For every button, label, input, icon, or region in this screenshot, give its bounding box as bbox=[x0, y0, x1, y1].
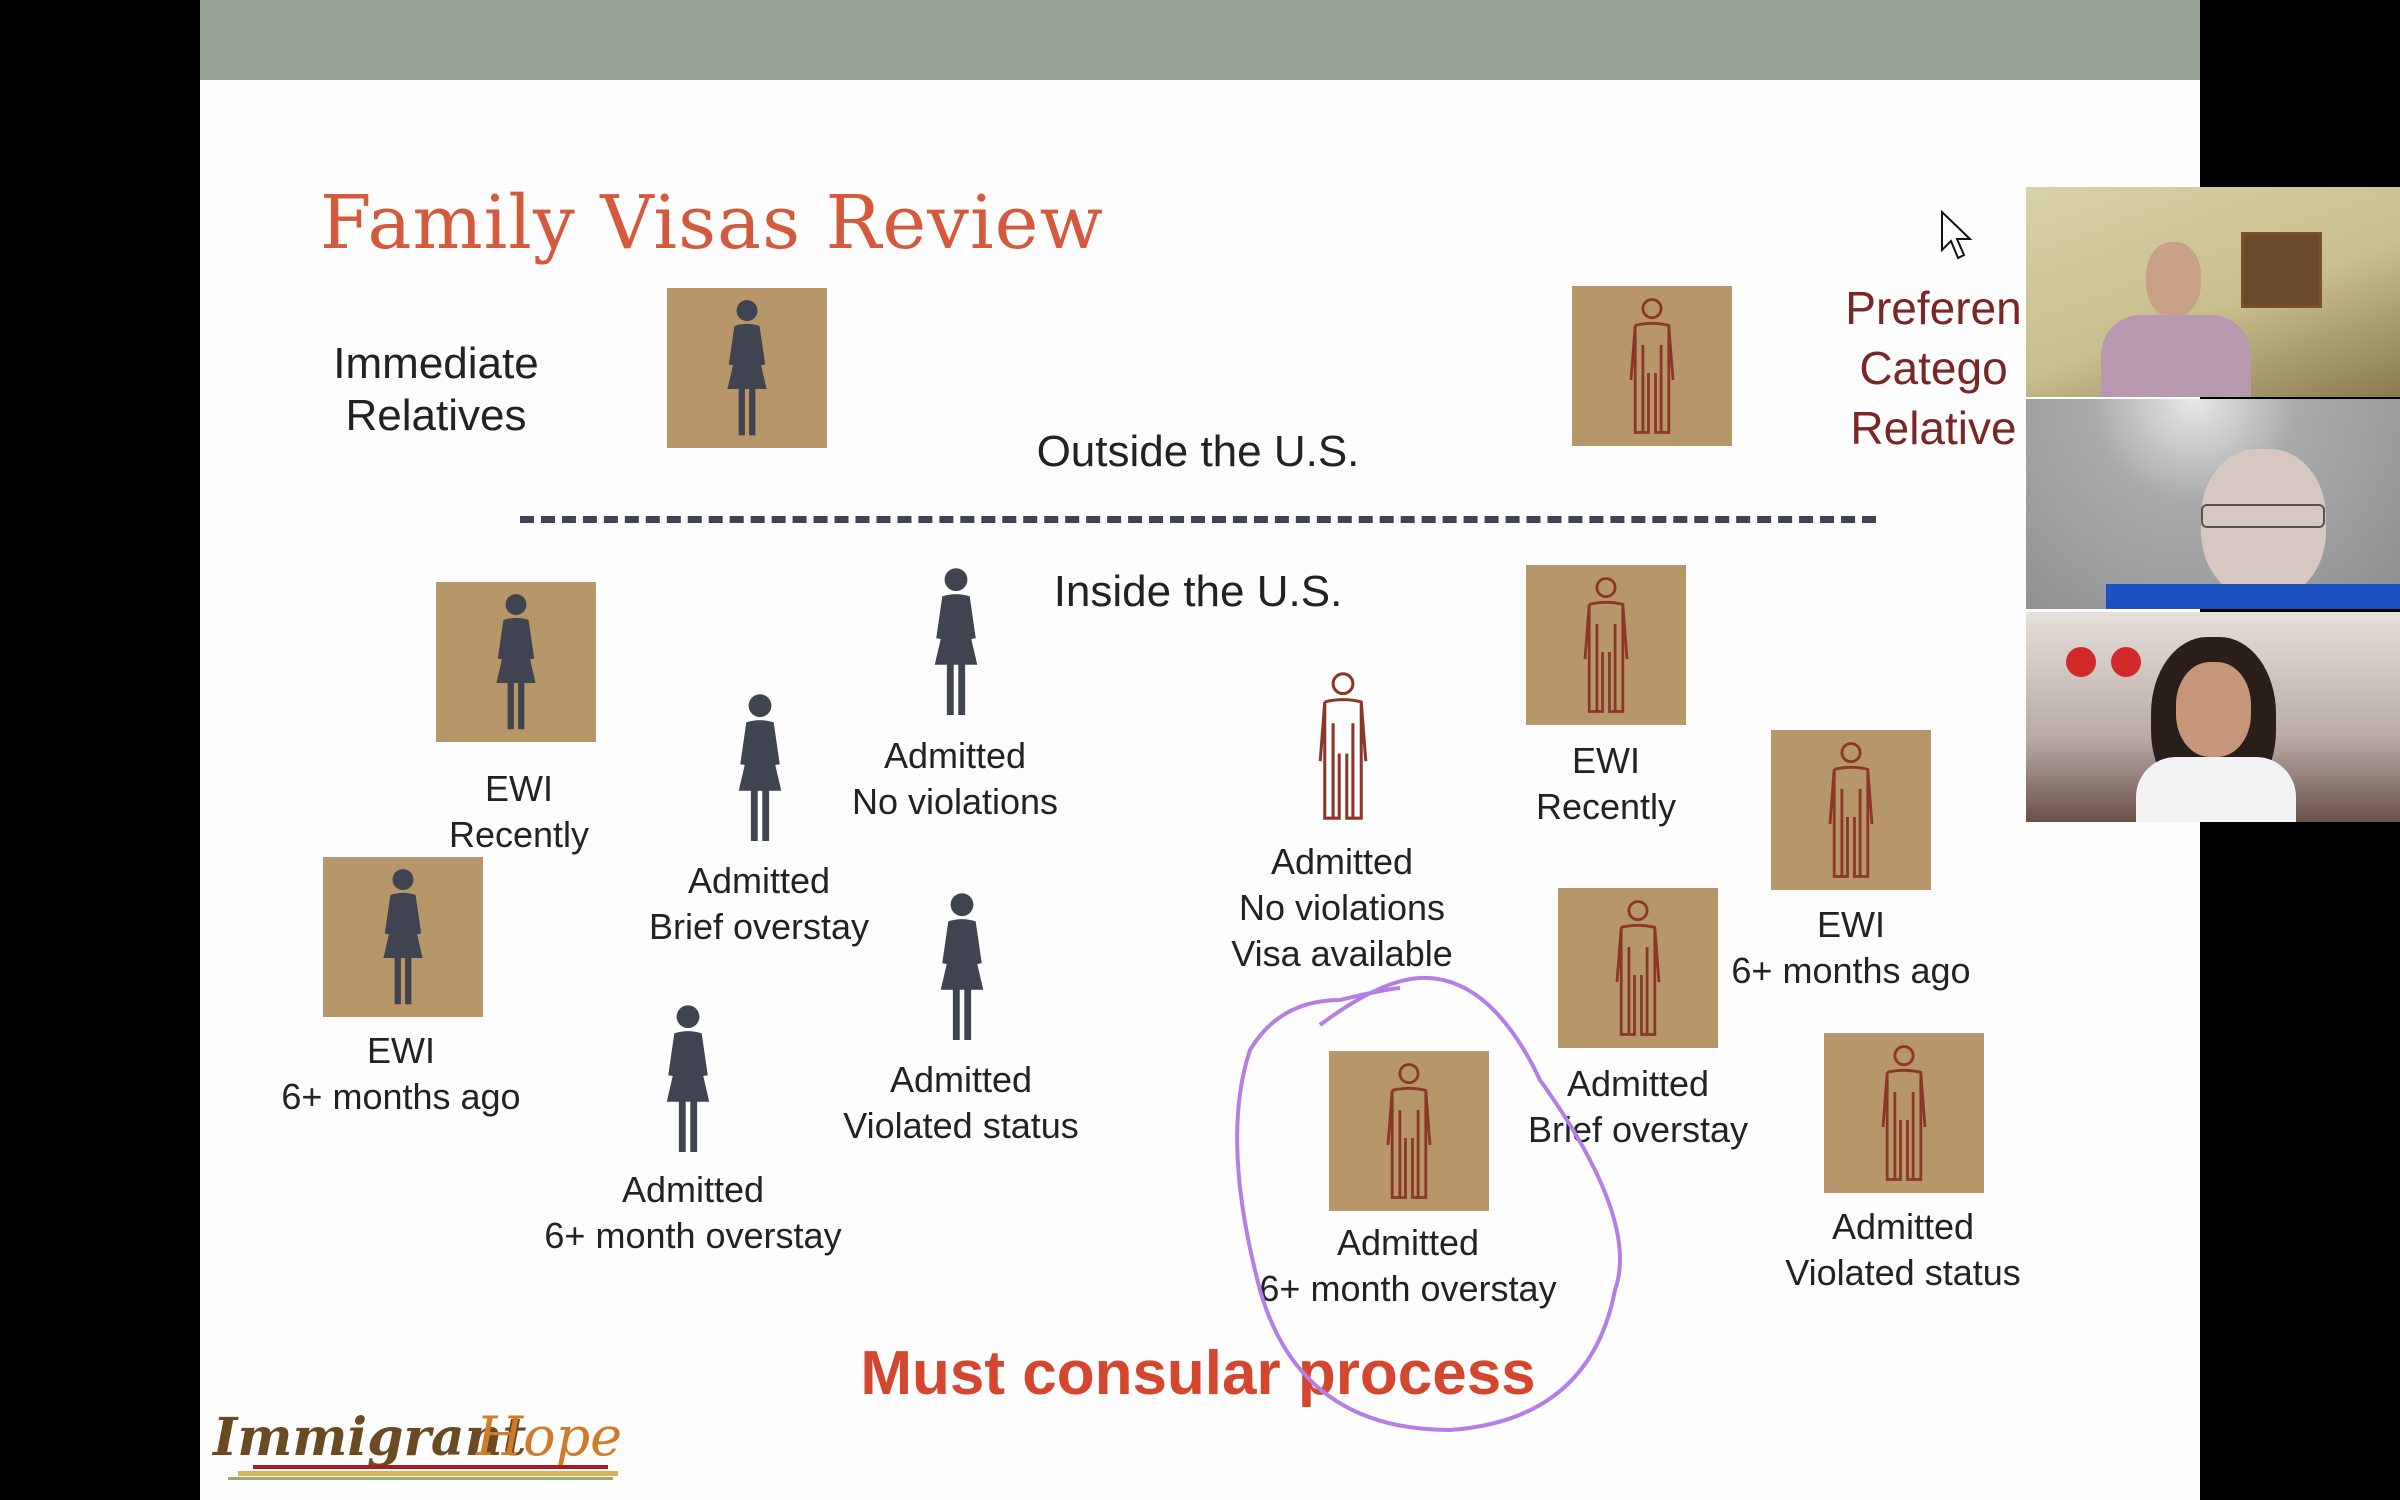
participant-3-shirt bbox=[2136, 757, 2296, 822]
heading-line: Preferen bbox=[1845, 282, 2022, 334]
preference-admitted-6-month-overstay: Admitted 6+ month overstay bbox=[1259, 1220, 1556, 1312]
label-line: Admitted bbox=[1270, 841, 1414, 882]
svg-text:Immigrant: Immigrant bbox=[211, 1407, 526, 1468]
outside-us-label: Outside the U.S. bbox=[1036, 427, 1360, 476]
immediate-relatives-heading: Immediate Relatives bbox=[333, 338, 538, 442]
label-line: Brief overstay bbox=[648, 906, 870, 947]
heading-line: Immediate bbox=[333, 339, 539, 388]
immediate-ewi-6-months: EWI 6+ months ago bbox=[281, 1028, 520, 1120]
slide-header-bar bbox=[200, 0, 2200, 80]
heading-line: Catego bbox=[1859, 342, 2008, 394]
inside-us-label: Inside the U.S. bbox=[1053, 567, 1343, 616]
preference-ewi-recently: EWI Recently bbox=[1536, 738, 1676, 830]
immediate-admitted-no-violations: Admitted No violations bbox=[852, 733, 1058, 825]
label-line: 6+ months ago bbox=[281, 1076, 521, 1117]
female-person-icon bbox=[918, 566, 994, 718]
immigrant-hope-logo: Immigrant Hope bbox=[211, 1405, 622, 1480]
female-person-icon bbox=[323, 857, 483, 1017]
mouse-cursor-icon bbox=[1941, 210, 1973, 260]
immediate-ewi-recently: EWI Recently bbox=[449, 766, 589, 858]
slide-title: Family Visas Review bbox=[320, 180, 1104, 266]
label-line: Admitted bbox=[621, 1169, 765, 1210]
label-line: Violated status bbox=[1785, 1252, 2021, 1293]
label-line: 6+ month overstay bbox=[1259, 1268, 1557, 1309]
decoration bbox=[2066, 647, 2096, 677]
participant-video-tile-1[interactable] bbox=[2026, 187, 2400, 397]
participant-2-shirt bbox=[2106, 584, 2400, 609]
male-person-outline-icon bbox=[1329, 1051, 1489, 1211]
label-line: Recently bbox=[1535, 786, 1677, 827]
male-person-outline-icon bbox=[1572, 286, 1732, 446]
label-line: 6+ month overstay bbox=[544, 1215, 842, 1256]
label-line: EWI bbox=[366, 1030, 435, 1071]
immediate-admitted-6-month-overstay: Admitted 6+ month overstay bbox=[544, 1167, 841, 1259]
label-line: 6+ months ago bbox=[1731, 950, 1971, 991]
female-person-icon bbox=[722, 692, 798, 844]
label-line: EWI bbox=[1572, 740, 1640, 781]
participant-1-face bbox=[2146, 242, 2201, 317]
label-line: Visa available bbox=[1231, 933, 1453, 974]
participant-video-tile-2[interactable] bbox=[2026, 399, 2400, 609]
must-consular-process-text: Must consular process bbox=[860, 1339, 1536, 1408]
label-line: Violated status bbox=[843, 1105, 1079, 1146]
female-person-icon bbox=[650, 1003, 726, 1155]
label-line: No violations bbox=[1238, 887, 1446, 928]
participant-2-face bbox=[2201, 449, 2326, 599]
label-line: EWI bbox=[1816, 904, 1885, 945]
border-divider bbox=[520, 516, 1876, 523]
male-person-outline-icon bbox=[1305, 670, 1381, 822]
label-line: Admitted bbox=[883, 735, 1027, 776]
male-person-outline-icon bbox=[1824, 1033, 1984, 1193]
heading-line: Relatives bbox=[345, 391, 527, 440]
male-person-outline-icon bbox=[1771, 730, 1931, 890]
male-person-outline-icon bbox=[1558, 888, 1718, 1048]
label-line: EWI bbox=[485, 768, 553, 809]
svg-text:Hope: Hope bbox=[475, 1405, 622, 1468]
participant-2-glasses bbox=[2201, 504, 2325, 528]
participant-1-shirt bbox=[2101, 315, 2251, 397]
preference-relatives-heading: Preferen Catego Relative bbox=[1841, 278, 2026, 458]
label-line: Admitted bbox=[1566, 1063, 1710, 1104]
participant-video-tile-3[interactable] bbox=[2026, 612, 2400, 822]
female-person-icon bbox=[667, 288, 827, 448]
label-line: Recently bbox=[448, 814, 590, 855]
female-person-icon bbox=[924, 891, 1000, 1043]
label-line: No violations bbox=[851, 781, 1059, 822]
label-line: Admitted bbox=[687, 860, 831, 901]
participant-3-face bbox=[2176, 662, 2251, 757]
annotation-circle bbox=[1235, 975, 1622, 1433]
preference-ewi-6-months: EWI 6+ months ago bbox=[1731, 902, 1970, 994]
female-person-icon bbox=[436, 582, 596, 742]
decoration bbox=[2111, 647, 2141, 677]
male-person-outline-icon bbox=[1526, 565, 1686, 725]
label-line: Admitted bbox=[1831, 1206, 1975, 1247]
label-line: Admitted bbox=[889, 1059, 1033, 1100]
background-cabinet bbox=[2241, 232, 2322, 308]
label-line: Admitted bbox=[1336, 1222, 1480, 1263]
heading-line: Relative bbox=[1850, 402, 2017, 454]
